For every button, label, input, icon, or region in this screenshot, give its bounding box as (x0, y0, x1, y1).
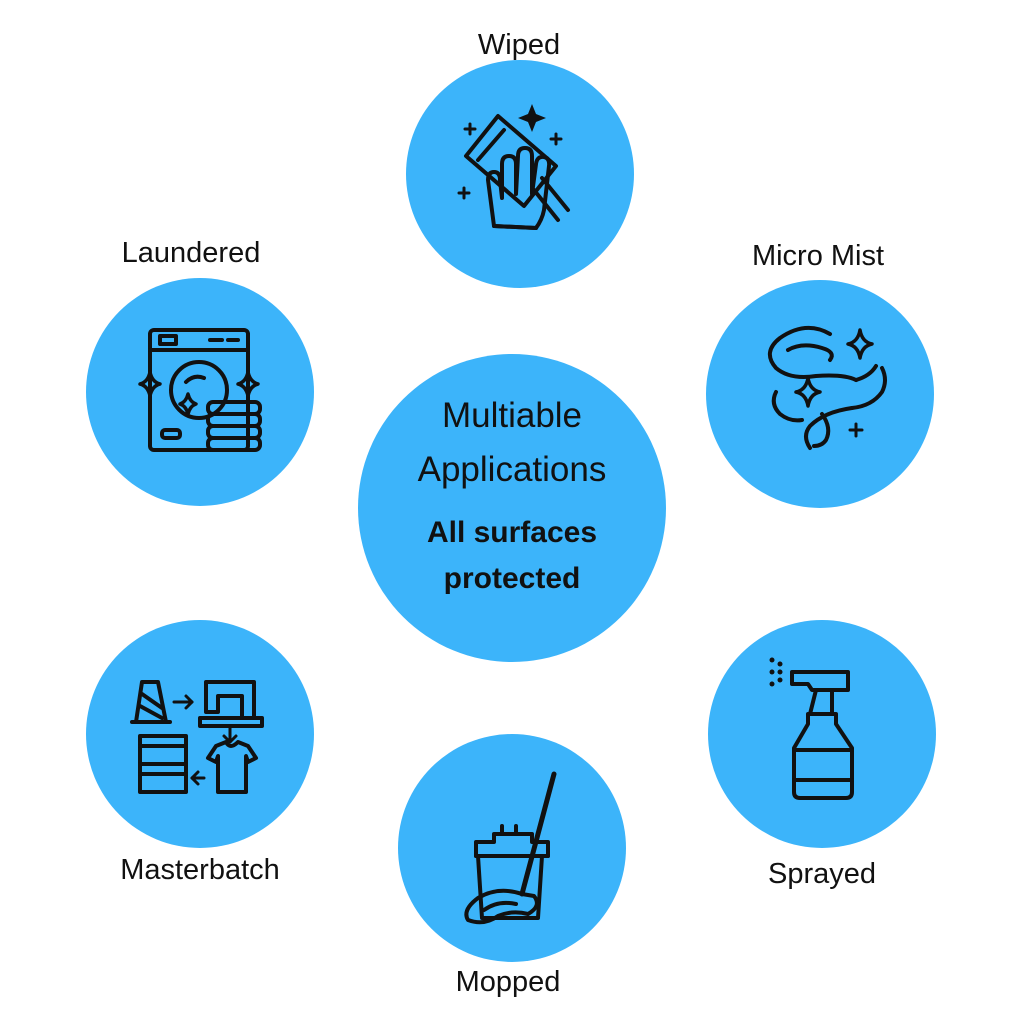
center-title-line2: Applications (417, 450, 607, 489)
laundered-circle (86, 278, 314, 506)
center-subtitle-line2: protected (443, 562, 581, 595)
washing-machine-icon (138, 328, 262, 452)
center-title-line1: Multiable (441, 396, 583, 435)
micro-mist-circle (706, 280, 934, 508)
center-circle: Multiable Applications All surfaces prot… (358, 354, 666, 662)
sprayed-label: Sprayed (767, 858, 877, 890)
masterbatch-label: Masterbatch (120, 854, 280, 886)
mist-sparkle-icon (768, 326, 887, 450)
mop-bucket-icon (464, 771, 557, 925)
mopped-circle (398, 734, 626, 962)
wiped-label: Wiped (477, 29, 561, 61)
textile-production-icon (130, 680, 264, 794)
center-subtitle-line1: All surfaces (426, 516, 598, 549)
masterbatch-circle (86, 620, 314, 848)
mopped-label: Mopped (455, 966, 561, 998)
wiped-circle (406, 60, 634, 288)
sprayed-circle (708, 620, 936, 848)
laundered-label: Laundered (121, 237, 261, 269)
micro-mist-label: Micro Mist (751, 240, 885, 272)
spray-bottle-icon (769, 657, 854, 800)
hand-wiping-cloth-icon (457, 104, 570, 230)
